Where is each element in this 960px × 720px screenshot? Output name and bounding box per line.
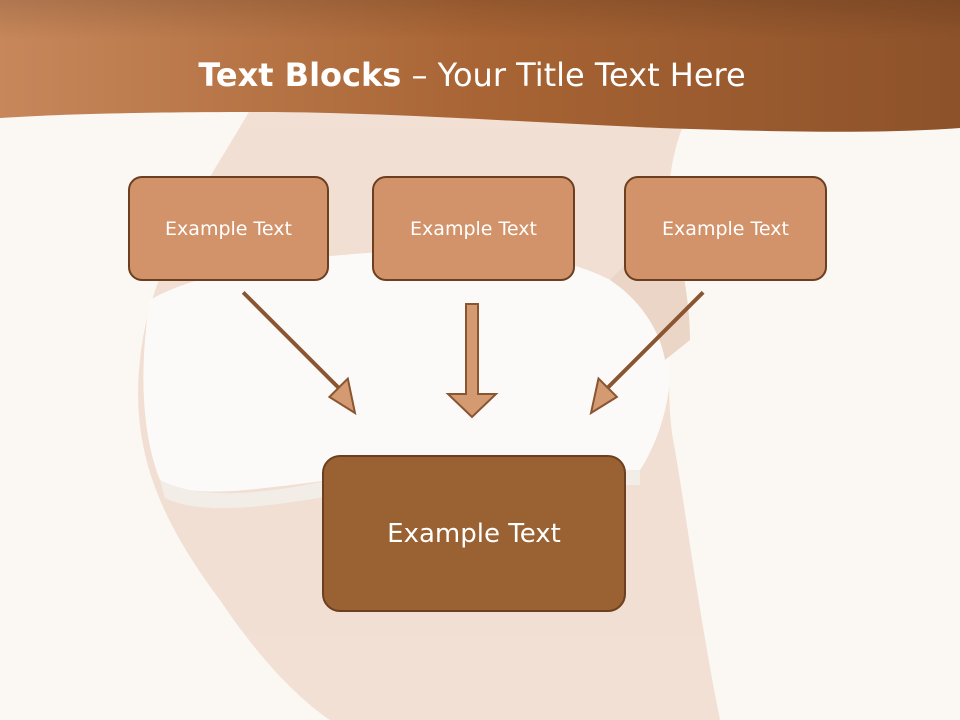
text-block-right-label: Example Text: [662, 217, 789, 240]
title-separator: –: [401, 56, 438, 94]
slide-title: Text Blocks – Your Title Text Here: [0, 52, 944, 98]
text-block-left-label: Example Text: [165, 217, 292, 240]
text-block-middle-label: Example Text: [410, 217, 537, 240]
arrow-right-to-center: [589, 290, 705, 416]
text-block-bottom-label: Example Text: [387, 518, 561, 549]
arrow-left-to-center: [241, 290, 357, 416]
text-block-left[interactable]: Example Text: [128, 176, 329, 281]
title-rest: Your Title Text Here: [437, 56, 746, 94]
text-block-right[interactable]: Example Text: [624, 176, 827, 281]
text-block-middle[interactable]: Example Text: [372, 176, 575, 281]
text-block-bottom[interactable]: Example Text: [322, 455, 626, 612]
title-bold: Text Blocks: [198, 56, 402, 94]
arrow-middle-down: [445, 303, 499, 419]
